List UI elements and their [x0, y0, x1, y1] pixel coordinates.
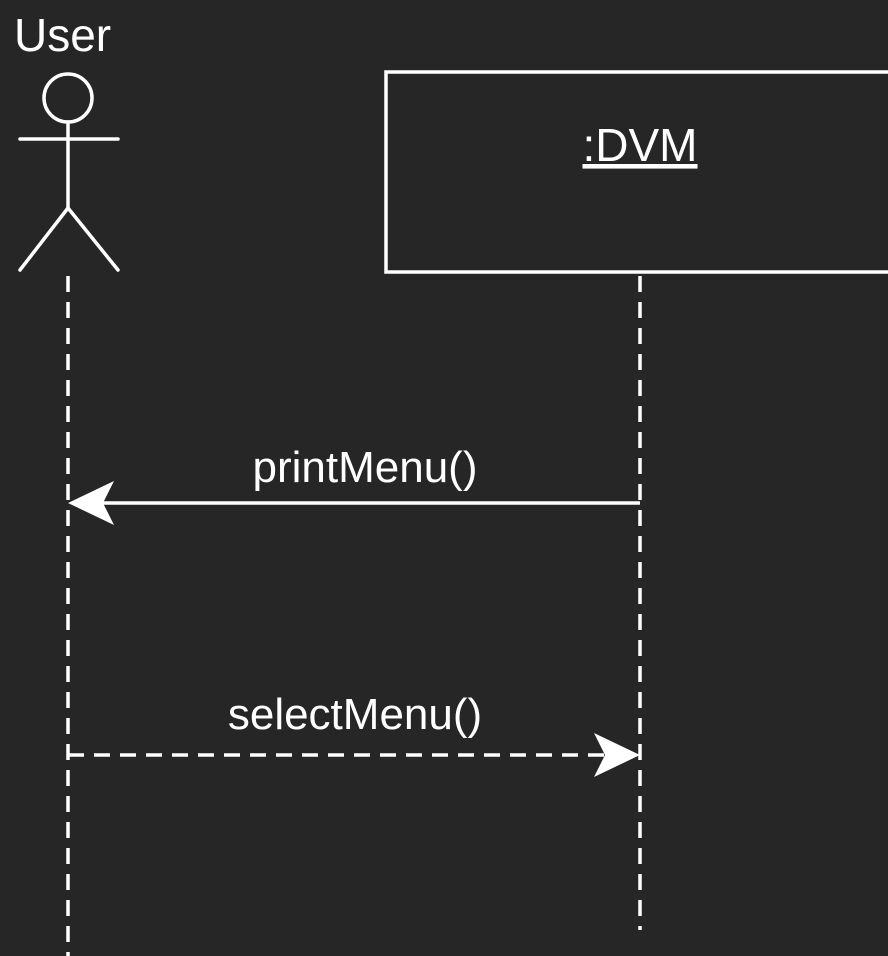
- actor-user[interactable]: User: [14, 9, 120, 272]
- object-dvm-box: [384, 70, 888, 274]
- actor-stick-figure-icon: [18, 72, 120, 272]
- arrowhead-left-icon: [68, 481, 114, 525]
- message-select-menu-label: selectMenu(): [228, 690, 482, 739]
- message-select-menu[interactable]: selectMenu(): [68, 690, 640, 777]
- object-dvm[interactable]: :DVM: [384, 70, 888, 274]
- arrowhead-right-icon: [594, 733, 640, 777]
- message-print-menu[interactable]: printMenu(): [68, 443, 640, 525]
- object-dvm-label: :DVM: [583, 119, 698, 171]
- message-print-menu-label: printMenu(): [253, 443, 478, 492]
- actor-user-label: User: [14, 9, 111, 61]
